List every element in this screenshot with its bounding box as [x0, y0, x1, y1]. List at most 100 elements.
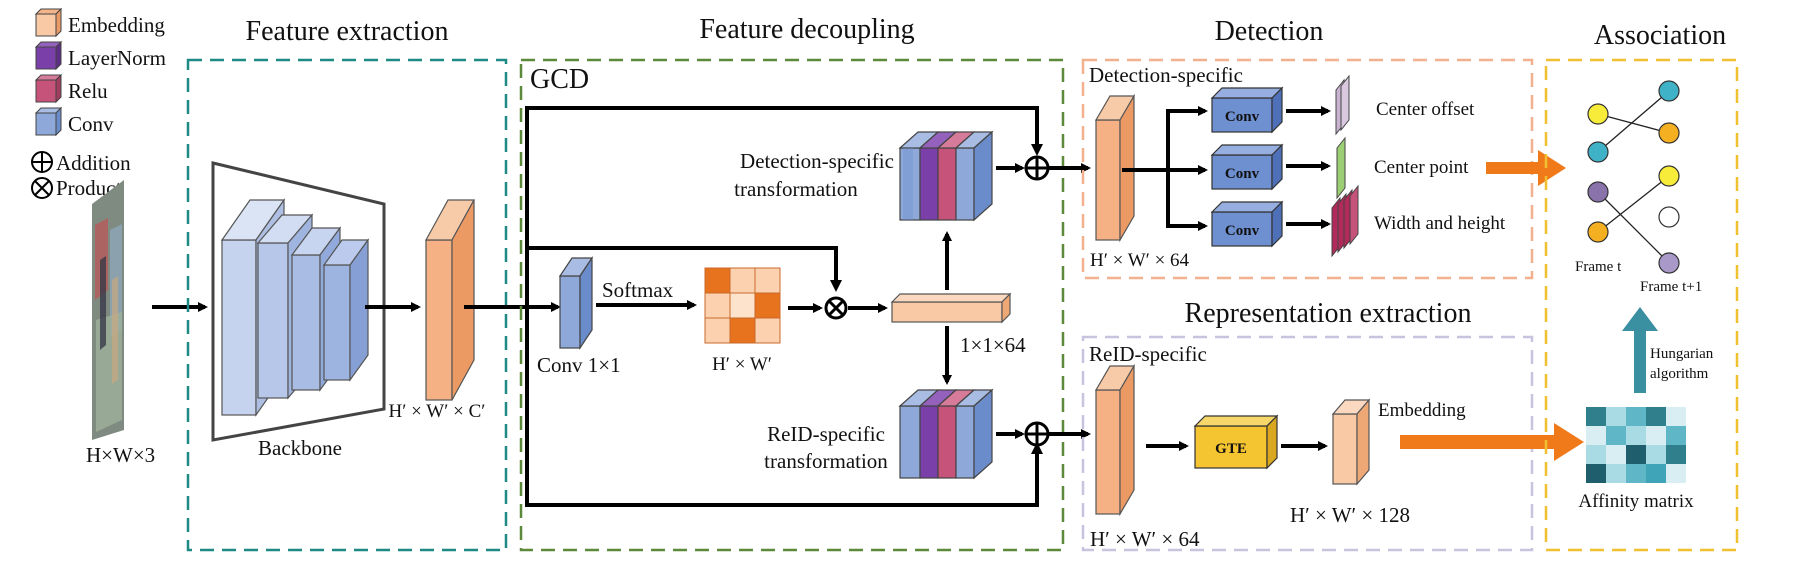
reid-feature-size-label: H′ × W′ × 64 [1090, 527, 1200, 551]
graph-edges [1597, 90, 1670, 264]
arrow-representation-to-association [1400, 423, 1584, 461]
reid-transform-label-2: transformation [764, 449, 888, 473]
legend-relu-label: Relu [68, 79, 108, 103]
feature-decoupling-box [519, 58, 1065, 552]
attention-size-label: H′ × W′ [712, 354, 772, 375]
hungarian-label-1: Hungarian [1650, 346, 1714, 362]
det-feature-block [1095, 119, 1121, 241]
bipartite-graph: Frame t Frame t+1 [1575, 80, 1702, 295]
gte-label: GTE [1215, 441, 1247, 457]
legend-embedding-label: Embedding [68, 13, 165, 37]
center-offset-output: Center offset [1335, 74, 1475, 136]
frame-t-label: Frame t [1575, 259, 1622, 275]
embedding-label: Embedding [1378, 400, 1466, 421]
reid-feature: H′ × W′ × 64 [1090, 363, 1200, 551]
conv-box-3-label: Conv [1225, 223, 1260, 239]
center-point-label: Center point [1374, 157, 1469, 178]
det-transformation: Detection-specific transformation [734, 130, 994, 222]
center-point-output: Center point [1336, 136, 1469, 200]
det-conv-3: Conv [1210, 200, 1284, 248]
reid-specific-label: ReID-specific [1089, 342, 1207, 366]
node-t1-5 [1658, 252, 1680, 274]
context-vector [890, 292, 1012, 324]
attention-map: H′ × W′ [704, 267, 781, 375]
gcd-label: GCD [530, 64, 589, 95]
width-height-output: Width and height [1331, 184, 1506, 258]
arrow-detection-to-association [1486, 150, 1566, 186]
center-offset-label: Center offset [1376, 99, 1475, 120]
feature-extraction-title: Feature extraction [246, 16, 449, 47]
input-frame: H×W×3 [86, 180, 155, 467]
det-feature-size-label: H′ × W′ × 64 [1090, 250, 1190, 271]
node-t-1 [1587, 103, 1609, 125]
representation-title: Representation extraction [1185, 298, 1472, 329]
softmax-label: Softmax [602, 278, 674, 302]
feature-size-label: H′ × W′ × C′ [389, 401, 486, 422]
conv-1x1: Conv 1×1 [537, 256, 621, 377]
node-t1-4 [1658, 206, 1680, 228]
reid-feature-block [1095, 389, 1121, 515]
legend-layernorm: LayerNorm [34, 40, 166, 71]
reid-transform-label-1: ReID-specific [767, 422, 885, 446]
feature-decoupling-title: Feature decoupling [699, 14, 914, 45]
conv-1x1-block [559, 275, 581, 349]
embedding-size-label: H′ × W′ × 128 [1290, 503, 1410, 527]
node-t1-2 [1658, 122, 1680, 144]
legend-addition: Addition [31, 151, 131, 175]
conv-swatch [35, 112, 57, 136]
det-conv-2: Conv [1210, 143, 1284, 191]
det-transform-stack [898, 130, 994, 222]
embedding-output: Embedding H′ × W′ × 128 [1290, 398, 1466, 527]
reid-transform-stack [898, 388, 994, 480]
legend: Embedding LayerNorm Relu Conv Addition [31, 7, 166, 200]
hungarian-label-2: algorithm [1650, 366, 1709, 382]
legend-addition-label: Addition [56, 151, 131, 175]
backbone: Backbone [211, 161, 386, 460]
backbone-trapezoid [211, 161, 386, 442]
reid-transformation: ReID-specific transformation [764, 388, 994, 480]
node-t1-3 [1658, 165, 1680, 187]
embedding-block [1332, 413, 1358, 485]
feature-map: H′ × W′ × C′ [389, 199, 486, 422]
reid-addition-node [1024, 421, 1050, 447]
node-t-2 [1587, 141, 1609, 163]
backbone-label: Backbone [258, 436, 342, 460]
product-icon [31, 177, 53, 199]
backbone-block-4 [322, 238, 370, 382]
legend-embedding: Embedding [34, 7, 165, 38]
embedding-swatch [35, 13, 57, 37]
skip-to-reid-add [525, 307, 1043, 507]
affinity-matrix-label: Affinity matrix [1578, 491, 1694, 512]
skip-to-product [527, 246, 842, 292]
fork-to-conv-3 [1166, 170, 1208, 231]
relu-swatch [35, 79, 57, 103]
det-transform-label-1: Detection-specific [740, 149, 894, 173]
detection-specific-label: Detection-specific [1089, 63, 1243, 87]
det-conv-1: Conv [1210, 86, 1284, 134]
vector-size-label: 1×1×64 [960, 333, 1026, 357]
node-t1-1 [1658, 80, 1680, 102]
node-t-4 [1587, 221, 1609, 243]
product-node [824, 296, 848, 320]
input-size-label: H×W×3 [86, 443, 155, 467]
association-box [1544, 58, 1739, 552]
conv-box-2-label: Conv [1225, 166, 1260, 182]
feature-map-block [425, 239, 453, 401]
gte-module: GTE [1193, 414, 1279, 470]
legend-conv-label: Conv [68, 112, 114, 136]
conv-box-2 [1211, 154, 1273, 190]
detection-title: Detection [1215, 16, 1324, 47]
context-vector-block [891, 301, 1003, 323]
skip-to-det-add [525, 106, 1043, 307]
conv-1x1-label: Conv 1×1 [537, 353, 621, 377]
affinity-matrix: Affinity matrix [1578, 407, 1694, 512]
association-title: Association [1594, 20, 1726, 51]
det-transform-label-2: transformation [734, 177, 858, 201]
arrow-hungarian [1622, 307, 1658, 393]
node-t-3 [1587, 181, 1609, 203]
det-addition-node [1024, 155, 1050, 181]
layernorm-swatch [35, 46, 57, 70]
fork-to-conv-1 [1166, 106, 1208, 170]
det-feature: H′ × W′ × 64 [1090, 93, 1190, 271]
